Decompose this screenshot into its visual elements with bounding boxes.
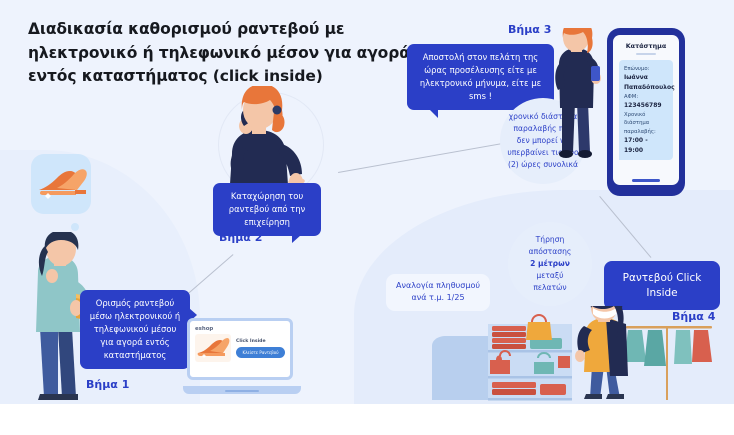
badge-click-inside-text: Ραντεβού Click Inside bbox=[622, 272, 702, 299]
illustration-woman-with-tablet bbox=[546, 28, 610, 160]
callout-step2: Καταχώρηση του ραντεβού από την επιχείρη… bbox=[213, 183, 321, 244]
phone-name-value: Ιωάννα Παπαδόπουλος bbox=[624, 74, 675, 92]
step-label-4: Βήμα 4 bbox=[672, 310, 716, 323]
note-distance-text: Τήρηση απόστασης 2 μέτρων μεταξύ πελατών bbox=[529, 234, 572, 295]
phone-window-value: 17:00 - 19:00 bbox=[624, 137, 648, 154]
background-white-strip bbox=[0, 404, 734, 435]
note-capacity-text: Αναλογία πληθυσμού ανά τ.μ. 1/25 bbox=[396, 281, 480, 303]
note-distance-line1: Τήρηση bbox=[535, 234, 565, 244]
callout-step2-tail bbox=[292, 235, 301, 244]
phone-window-label: Χρονικό διάστημα παραλαβής: bbox=[624, 111, 656, 135]
laptop-trackpad-notch bbox=[225, 389, 259, 392]
phone-afm-label: ΑΦΜ: bbox=[624, 93, 639, 100]
phone-message-bubble: Επώνυμο: Ιωάννα Παπαδόπουλος ΑΦΜ: 123456… bbox=[619, 60, 675, 161]
illustration-laptop: eshop Click Inside Κλείστε Ραντεβού bbox=[183, 318, 301, 396]
callout-step1: Ορισμός ραντεβού μέσω ηλεκτρονικού ή τηλ… bbox=[80, 290, 197, 370]
eshop-site-name: eshop bbox=[195, 326, 214, 332]
eshop-product-thumbnail[interactable] bbox=[195, 334, 231, 362]
phone-screen: Κατάστημα Επώνυμο: Ιωάννα Παπαδόπουλος Α… bbox=[613, 35, 679, 185]
thought-dot-large bbox=[71, 223, 79, 231]
note-distance-line5: πελατών bbox=[533, 283, 567, 293]
shoe-icon bbox=[197, 337, 230, 358]
thought-bubble-shoes bbox=[31, 154, 91, 214]
note-distance-line4: μεταξύ bbox=[536, 271, 564, 281]
note-pickup-window-text: χρονικό διάστημα παραλαβής που δεν μπορε… bbox=[507, 111, 579, 170]
book-appointment-button[interactable]: Κλείστε Ραντεβού bbox=[236, 346, 285, 358]
step-label-2: Βήμα 2 bbox=[219, 231, 263, 244]
shoe-icon bbox=[39, 169, 87, 199]
callout-step3-tail bbox=[429, 109, 438, 119]
note-capacity: Αναλογία πληθυσμού ανά τ.μ. 1/25 bbox=[386, 274, 490, 311]
phone-header-divider bbox=[636, 53, 656, 55]
laptop-screen: eshop Click Inside Κλείστε Ραντεβού bbox=[187, 318, 293, 380]
callout-step3-text: Αποστολή στον πελάτη της ώρας προσέλευση… bbox=[419, 52, 542, 102]
callout-step2-text: Καταχώρηση του ραντεβού από την επιχείρη… bbox=[228, 191, 306, 228]
step-label-1: Βήμα 1 bbox=[86, 378, 130, 391]
smartphone-mockup: Κατάστημα Επώνυμο: Ιωάννα Παπαδόπουλος Α… bbox=[607, 28, 685, 196]
note-distance: Τήρηση απόστασης 2 μέτρων μεταξύ πελατών bbox=[508, 222, 592, 306]
eshop-click-inside-heading: Click Inside bbox=[236, 338, 266, 344]
page-title: Διαδικασία καθορισμού ραντεβού με ηλεκτρ… bbox=[28, 20, 410, 86]
illustration-retail-store bbox=[430, 306, 720, 402]
note-distance-line2: απόστασης bbox=[528, 246, 572, 256]
phone-afm-value: 123456789 bbox=[624, 102, 662, 110]
phone-store-header: Κατάστημα bbox=[625, 42, 667, 50]
badge-click-inside: Ραντεβού Click Inside bbox=[604, 261, 720, 311]
step-label-3: Βήμα 3 bbox=[508, 23, 552, 36]
phone-name-label: Επώνυμο: bbox=[624, 66, 650, 72]
note-distance-line3: 2 μέτρων bbox=[530, 258, 570, 268]
callout-step1-tail bbox=[189, 308, 197, 322]
callout-step1-text: Ορισμός ραντεβού μέσω ηλεκτρονικού ή τηλ… bbox=[89, 298, 181, 361]
phone-home-indicator bbox=[632, 178, 660, 182]
